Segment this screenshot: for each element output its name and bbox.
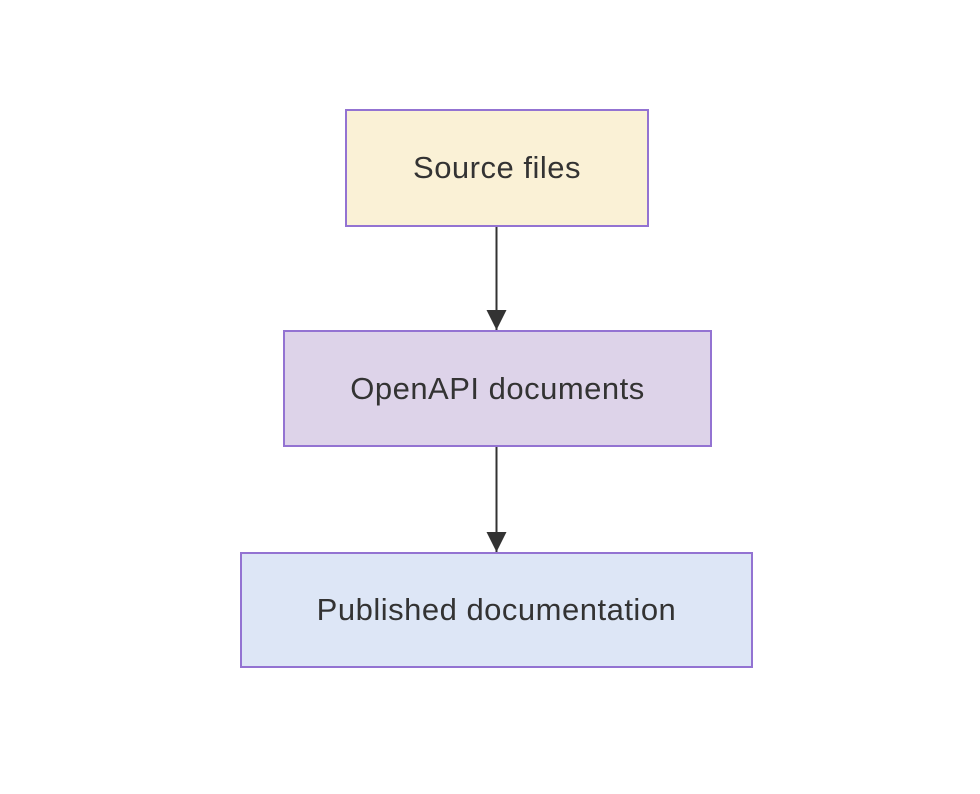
node-source-files-label: Source files	[413, 150, 581, 185]
node-source-files: Source files	[345, 109, 649, 227]
node-published-documentation-label: Published documentation	[316, 592, 677, 627]
node-openapi-documents: OpenAPI documents	[283, 330, 712, 447]
node-openapi-documents-label: OpenAPI documents	[350, 370, 645, 406]
node-published-documentation: Published documentation	[240, 552, 753, 668]
